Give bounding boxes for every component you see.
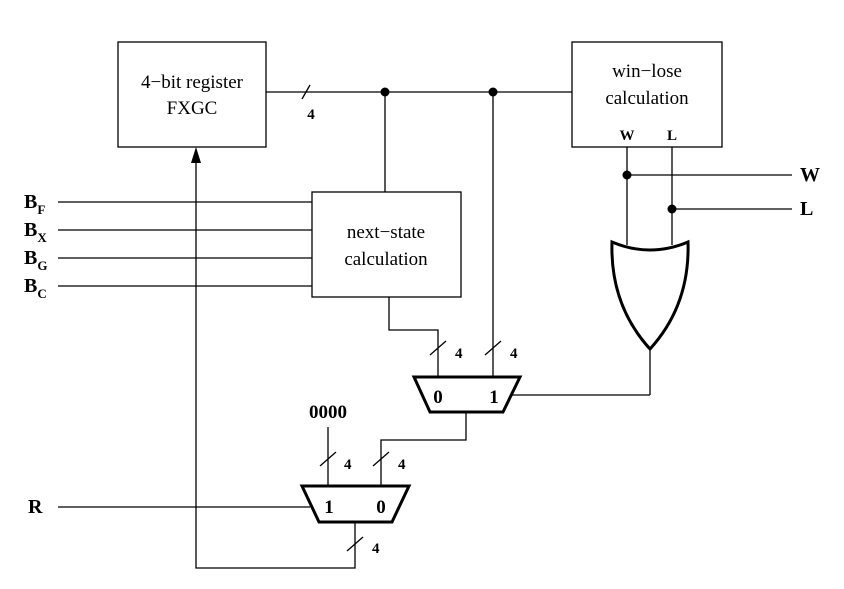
input-b-x: BX: [24, 219, 312, 245]
reset-input: R: [28, 496, 310, 518]
upper-mux-in1-label: 1: [489, 387, 499, 408]
upper-mux: 0 1: [411, 375, 523, 414]
bus-slash: [301, 84, 311, 100]
lower-mux-in1-label: 1: [324, 497, 334, 518]
input-b-x-sub: X: [37, 230, 47, 245]
reset-input-label: R: [28, 496, 43, 518]
arrow-head-icon: [191, 147, 201, 163]
output-w-label: W: [800, 164, 820, 186]
next-state-block: next−state calculation: [311, 191, 462, 298]
bus-slash: [429, 340, 447, 356]
input-b-x-base: B: [24, 219, 37, 241]
input-b-c-sub: C: [37, 286, 46, 301]
register-label-line1: 4−bit register: [141, 72, 244, 93]
bus-width-lower-mux-const: 4: [344, 457, 352, 473]
input-b-g-sub: G: [37, 258, 47, 273]
win-lose-label-line2: calculation: [605, 88, 689, 109]
svg-text:BC: BC: [24, 275, 47, 301]
input-b-c: BC: [24, 275, 312, 301]
bus-width-upper-mux-in0: 4: [455, 346, 463, 362]
win-lose-block: win−lose calculation W L: [571, 41, 723, 148]
feedback-bus: 4: [191, 147, 380, 569]
upper-mux-output-bus: 4: [372, 412, 467, 485]
win-lose-label-line1: win−lose: [612, 61, 682, 82]
svg-text:BG: BG: [24, 247, 47, 273]
lower-mux: 1 0: [299, 484, 412, 524]
bus-width-upper-mux-in1: 4: [510, 346, 518, 362]
register-label-line2: FXGC: [167, 98, 218, 119]
junction-dot: [622, 170, 632, 180]
input-b-f-base: B: [24, 191, 37, 213]
win-lose-port-w: W: [620, 128, 635, 144]
constant-input: 0000 4: [309, 402, 352, 485]
bus-slash: [372, 451, 390, 467]
bus-slash: [346, 536, 364, 552]
output-l-wire: L: [667, 147, 813, 245]
bus-width-lower-mux-in0: 4: [398, 457, 406, 473]
next-state-label-line1: next−state: [347, 222, 425, 243]
output-w-wire: W: [622, 147, 820, 245]
input-b-g-base: B: [24, 247, 37, 269]
junction-dot: [667, 204, 677, 214]
input-b-f: BF: [24, 191, 312, 217]
lower-mux-in0-label: 0: [376, 497, 386, 518]
constant-0000-label: 0000: [309, 402, 347, 423]
svg-text:BX: BX: [24, 219, 47, 245]
output-l-label: L: [800, 198, 813, 220]
or-gate: [507, 239, 690, 396]
input-b-g: BG: [24, 247, 312, 273]
bus-slash: [319, 451, 337, 467]
svg-text:BF: BF: [24, 191, 45, 217]
upper-mux-in0-label: 0: [433, 387, 443, 408]
bus-slash: [484, 340, 502, 356]
next-state-output-bus: 4 4: [388, 297, 518, 378]
win-lose-port-l: L: [667, 128, 677, 144]
register-output-bus: 4: [266, 84, 572, 378]
next-state-label-line2: calculation: [344, 249, 428, 270]
bus-width-feedback: 4: [372, 541, 380, 557]
register-block: 4−bit register FXGC: [117, 41, 267, 148]
input-b-c-base: B: [24, 275, 37, 297]
input-b-f-sub: F: [37, 202, 45, 217]
bus-width-register-out: 4: [307, 107, 315, 123]
